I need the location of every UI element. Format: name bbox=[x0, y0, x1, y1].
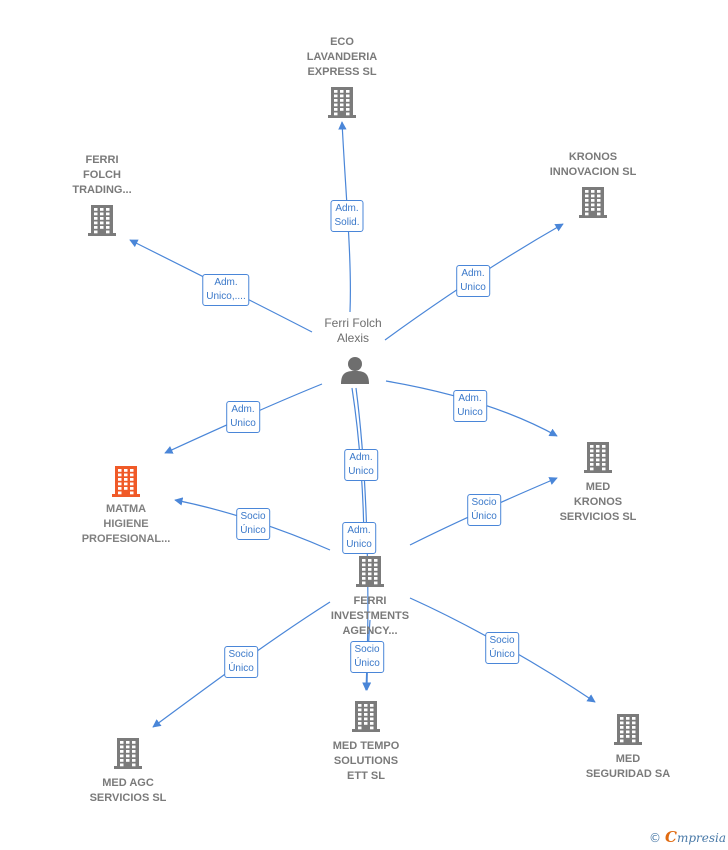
building-icon[interactable] bbox=[112, 466, 140, 497]
building-icon[interactable] bbox=[352, 701, 380, 732]
edge-label-person-med_tempo[interactable]: Adm. Unico bbox=[342, 522, 376, 554]
brand-name: mpresia bbox=[676, 831, 726, 845]
edge-label-ferri_invest-med_agc[interactable]: Socio Único bbox=[224, 646, 258, 678]
edge-label-person-matma[interactable]: Adm. Unico bbox=[226, 401, 260, 433]
edge-label-person-kronos_innov[interactable]: Adm. Unico bbox=[456, 265, 490, 297]
edge-label-person-ferri_trading[interactable]: Adm. Unico,.... bbox=[202, 274, 250, 306]
node-label-person[interactable]: Ferri Folch Alexis bbox=[324, 316, 382, 345]
node-label-eco[interactable]: ECO LAVANDERIA EXPRESS SL bbox=[306, 36, 378, 78]
edge-label-ferri_invest-matma[interactable]: Socio Único bbox=[236, 508, 270, 540]
building-icon[interactable] bbox=[356, 556, 384, 587]
node-label-ferri_trading[interactable]: FERRI FOLCH TRADING... bbox=[72, 154, 132, 196]
edge-label-ferri_invest-med_seg[interactable]: Socio Único bbox=[485, 632, 519, 664]
building-icon[interactable] bbox=[88, 205, 116, 236]
building-icon[interactable] bbox=[579, 187, 607, 218]
edge-label-ferri_invest-med_tempo[interactable]: Socio Único bbox=[350, 641, 384, 673]
building-icon[interactable] bbox=[584, 442, 612, 473]
node-label-med_agc[interactable]: MED AGC SERVICIOS SL bbox=[89, 777, 167, 804]
node-label-ferri_invest[interactable]: FERRI INVESTMENTS AGENCY... bbox=[330, 595, 410, 637]
edge-label-person-med_kronos[interactable]: Adm. Unico bbox=[453, 390, 487, 422]
edge-label-person-eco[interactable]: Adm. Solid. bbox=[330, 200, 364, 232]
person-icon[interactable] bbox=[341, 357, 369, 384]
building-icon[interactable] bbox=[614, 714, 642, 745]
node-label-med_seg[interactable]: MED SEGURIDAD SA bbox=[585, 753, 671, 780]
node-label-matma[interactable]: MATMA HIGIENE PROFESIONAL... bbox=[81, 503, 171, 545]
node-label-med_kronos[interactable]: MED KRONOS SERVICIOS SL bbox=[559, 481, 637, 523]
building-icon[interactable] bbox=[114, 738, 142, 769]
copyright-symbol: © bbox=[648, 831, 661, 845]
building-icon[interactable] bbox=[328, 87, 356, 118]
edge-label-ferri_invest-med_kronos[interactable]: Socio Único bbox=[467, 494, 501, 526]
brand-initial: C bbox=[664, 828, 677, 846]
footer-brand: ©Cmpresia bbox=[649, 828, 726, 846]
node-label-kronos_innov[interactable]: KRONOS INNOVACION SL bbox=[549, 151, 637, 178]
node-label-med_tempo[interactable]: MED TEMPO SOLUTIONS ETT SL bbox=[332, 740, 400, 782]
edge-label-person-ferri_invest[interactable]: Adm. Unico bbox=[344, 449, 378, 481]
